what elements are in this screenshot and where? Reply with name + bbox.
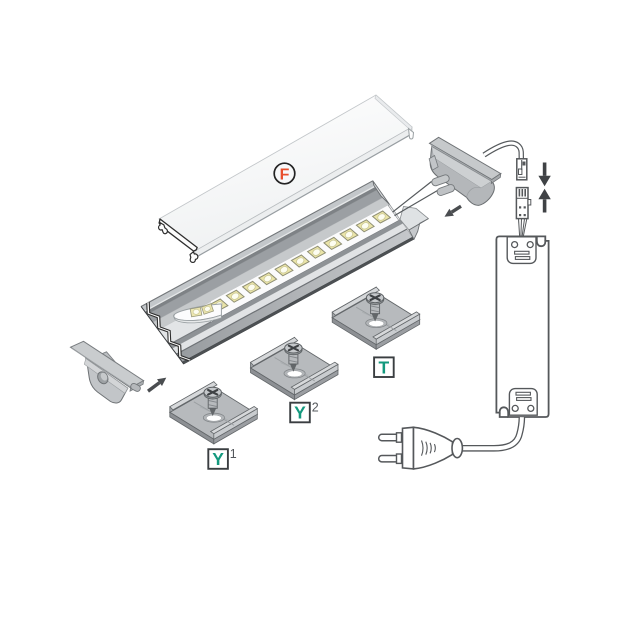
svg-text:1: 1 — [230, 447, 237, 461]
svg-text:Y: Y — [212, 449, 224, 469]
svg-text:T: T — [379, 357, 390, 377]
svg-text:2: 2 — [312, 401, 319, 415]
svg-text:Y: Y — [294, 403, 306, 423]
svg-text:F: F — [280, 166, 290, 183]
